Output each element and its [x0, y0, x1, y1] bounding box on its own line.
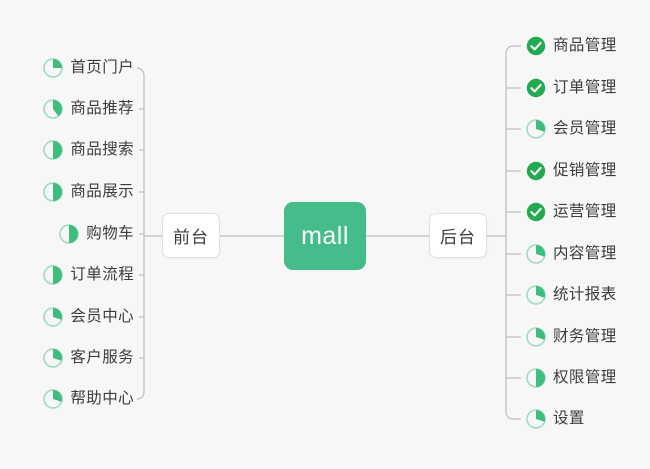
pie-progress-icon: [43, 140, 64, 160]
pie-progress-icon: [43, 307, 64, 327]
node-front-end-label: 前台: [173, 228, 209, 247]
node-back-end-label: 后台: [440, 228, 476, 247]
pie-progress-icon: [59, 224, 80, 244]
leaf-item[interactable]: 权限管理: [526, 365, 617, 391]
leaf-item-label: 帮助中心: [70, 390, 134, 407]
pie-progress-icon: [43, 58, 64, 78]
leaf-item[interactable]: 内容管理: [526, 241, 617, 267]
leaf-item-label: 运营管理: [553, 203, 617, 220]
leaf-item[interactable]: 商品管理: [526, 33, 617, 59]
leaf-item-label: 购物车: [86, 225, 134, 242]
leaf-item[interactable]: 商品推荐: [43, 96, 134, 122]
leaf-item[interactable]: 财务管理: [526, 324, 617, 350]
leaf-item[interactable]: 设置: [526, 406, 585, 432]
node-front-end[interactable]: 前台: [162, 213, 220, 258]
pie-progress-icon: [526, 285, 546, 305]
pie-progress-icon: [526, 244, 546, 264]
node-back-end[interactable]: 后台: [429, 213, 487, 258]
leaf-item[interactable]: 商品展示: [43, 179, 134, 205]
pie-progress-icon: [526, 409, 546, 429]
leaf-item-label: 设置: [553, 410, 585, 427]
check-circle-icon: [526, 36, 546, 56]
leaf-item-label: 商品搜索: [70, 141, 134, 158]
leaf-item[interactable]: 订单管理: [526, 75, 617, 101]
pie-progress-icon: [43, 389, 64, 409]
leaf-item-label: 商品管理: [553, 37, 617, 54]
node-root-mall[interactable]: mall: [284, 202, 366, 270]
leaf-item-label: 内容管理: [553, 245, 617, 262]
leaf-item[interactable]: 统计报表: [526, 282, 617, 308]
leaf-item-label: 订单流程: [70, 266, 134, 283]
leaf-item-label: 促销管理: [553, 162, 617, 179]
leaf-item-label: 首页门户: [70, 59, 134, 76]
leaf-item-label: 客户服务: [70, 349, 134, 366]
check-circle-icon: [526, 202, 546, 222]
pie-progress-icon: [526, 368, 546, 388]
leaf-item-label: 财务管理: [553, 328, 617, 345]
leaf-item[interactable]: 购物车: [59, 221, 134, 247]
check-circle-icon: [526, 161, 546, 181]
leaf-item[interactable]: 首页门户: [43, 55, 134, 81]
leaf-item[interactable]: 客户服务: [43, 345, 134, 371]
pie-progress-icon: [526, 119, 546, 139]
leaf-item[interactable]: 运营管理: [526, 199, 617, 225]
leaf-item[interactable]: 会员管理: [526, 116, 617, 142]
pie-progress-icon: [43, 99, 64, 119]
leaf-item-label: 统计报表: [553, 286, 617, 303]
pie-progress-icon: [526, 327, 546, 347]
leaf-item-label: 商品展示: [70, 183, 134, 200]
leaf-item-label: 权限管理: [553, 369, 617, 386]
leaf-item[interactable]: 帮助中心: [43, 386, 134, 412]
leaf-item-label: 会员中心: [70, 308, 134, 325]
leaf-item[interactable]: 商品搜索: [43, 137, 134, 163]
leaf-item[interactable]: 促销管理: [526, 158, 617, 184]
node-root-label: mall: [301, 221, 349, 250]
leaf-item[interactable]: 会员中心: [43, 304, 134, 330]
check-circle-icon: [526, 78, 546, 98]
pie-progress-icon: [43, 265, 64, 285]
leaf-item[interactable]: 订单流程: [43, 262, 134, 288]
leaf-item-label: 会员管理: [553, 120, 617, 137]
pie-progress-icon: [43, 182, 64, 202]
leaf-item-label: 订单管理: [553, 79, 617, 96]
pie-progress-icon: [43, 348, 64, 368]
leaf-item-label: 商品推荐: [70, 100, 134, 117]
